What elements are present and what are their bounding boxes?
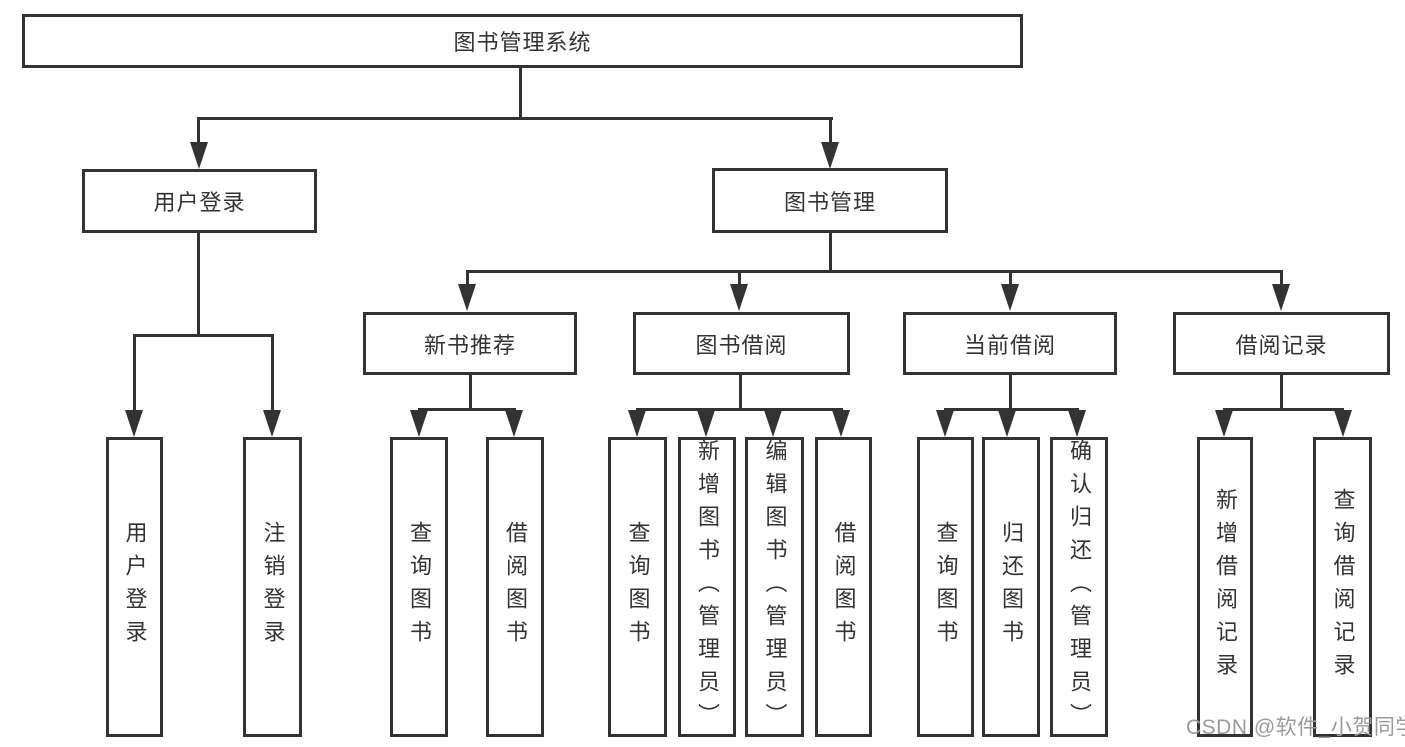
arrow-to-user-login-icon — [190, 142, 208, 169]
connector-current-hline — [944, 408, 1079, 411]
leaf-current-query: 查询图书 — [917, 437, 974, 737]
arrow-to-borrow-icon — [730, 284, 748, 311]
arrow-newbook-leaf1-icon — [410, 410, 428, 437]
arrow-to-current-icon — [1001, 284, 1019, 311]
node-book-borrow-label: 图书借阅 — [695, 332, 788, 358]
leaf-record-query: 查询借阅记录 — [1313, 437, 1372, 737]
arrow-borrow-leaf2-icon — [697, 410, 715, 437]
arrow-to-record-icon — [1272, 284, 1290, 311]
leaf-borrow-borrow-label: 借阅图书 — [831, 521, 857, 653]
connector-login-leaf2-shaft — [271, 334, 274, 412]
leaf-user-login-label: 用户登录 — [122, 521, 148, 653]
leaf-current-query-label: 查询图书 — [933, 521, 959, 653]
leaf-record-add: 新增借阅记录 — [1197, 437, 1253, 737]
leaf-current-return: 归还图书 — [982, 437, 1040, 737]
arrow-borrow-leaf1-icon — [628, 410, 646, 437]
leaf-newbook-query: 查询图书 — [390, 437, 448, 737]
connector-level1-hline — [197, 117, 833, 120]
node-book-mgmt-label: 图书管理 — [783, 189, 876, 215]
leaf-borrow-query-label: 查询图书 — [625, 521, 651, 653]
arrow-current-leaf1-icon — [936, 410, 954, 437]
connector-newbook-stem — [469, 375, 472, 411]
node-user-login: 用户登录 — [82, 169, 317, 233]
leaf-record-query-label: 查询借阅记录 — [1330, 488, 1356, 686]
connector-record-shaft — [1280, 270, 1283, 286]
connector-book-mgmt-shaft — [829, 117, 832, 147]
connector-newbook-shaft — [466, 270, 469, 286]
arrow-current-leaf3-icon — [1068, 410, 1086, 437]
leaf-logout-label: 注销登录 — [260, 521, 286, 653]
arrow-newbook-leaf2-icon — [505, 410, 523, 437]
leaf-borrow-add-label: 新增图书（管理员） — [695, 438, 720, 736]
arrow-to-login-leaf2-icon — [263, 410, 281, 437]
connector-level2-hline — [466, 270, 1283, 273]
arrow-borrow-leaf3-icon — [764, 410, 782, 437]
node-root-label: 图书管理系统 — [453, 30, 592, 55]
connector-current-shaft — [1009, 270, 1012, 286]
connector-record-hline — [1223, 408, 1344, 411]
node-current-borrow: 当前借阅 — [903, 312, 1117, 375]
watermark: CSDN @软件_小贺同学 — [1186, 716, 1405, 739]
node-new-book-recommend-label: 新书推荐 — [423, 332, 516, 358]
leaf-user-login: 用户登录 — [106, 437, 163, 737]
leaf-newbook-borrow-label: 借阅图书 — [503, 521, 528, 653]
arrow-to-book-mgmt-icon — [821, 142, 839, 169]
connector-newbook-hline — [418, 408, 516, 411]
arrow-borrow-leaf4-icon — [832, 410, 850, 437]
connector-user-login-stem — [197, 233, 200, 337]
leaf-current-return-label: 归还图书 — [999, 521, 1024, 653]
connector-record-stem — [1280, 375, 1283, 411]
node-root: 图书管理系统 — [22, 14, 1023, 68]
connector-current-stem — [1009, 375, 1012, 411]
node-new-book-recommend: 新书推荐 — [363, 312, 577, 375]
leaf-borrow-borrow: 借阅图书 — [815, 437, 872, 737]
leaf-logout: 注销登录 — [243, 437, 302, 737]
arrow-record-leaf1-icon — [1215, 410, 1233, 437]
leaf-current-confirm-label: 确认归还（管理员） — [1067, 438, 1092, 736]
node-book-mgmt: 图书管理 — [712, 168, 948, 233]
leaf-borrow-query: 查询图书 — [608, 437, 667, 737]
leaf-borrow-add: 新增图书（管理员） — [678, 437, 736, 737]
node-book-borrow: 图书借阅 — [633, 312, 850, 375]
leaf-borrow-edit-label: 编辑图书（管理员） — [762, 438, 788, 736]
connector-borrow-shaft — [738, 270, 741, 286]
leaf-newbook-query-label: 查询图书 — [407, 521, 432, 653]
leaf-current-confirm: 确认归还（管理员） — [1050, 437, 1108, 737]
leaf-borrow-edit: 编辑图书（管理员） — [745, 437, 804, 737]
connector-borrow-stem — [739, 375, 742, 411]
node-current-borrow-label: 当前借阅 — [963, 332, 1056, 358]
connector-user-login-hline — [133, 334, 274, 337]
connector-root-stem — [519, 68, 522, 118]
arrow-to-login-leaf1-icon — [125, 410, 143, 437]
arrow-record-leaf2-icon — [1334, 410, 1352, 437]
connector-borrow-hline — [636, 408, 843, 411]
arrow-current-leaf2-icon — [998, 410, 1016, 437]
leaf-newbook-borrow: 借阅图书 — [486, 437, 544, 737]
connector-login-leaf1-shaft — [133, 334, 136, 412]
arrow-to-newbook-icon — [458, 284, 476, 311]
node-borrow-record-label: 借阅记录 — [1235, 332, 1328, 358]
leaf-record-add-label: 新增借阅记录 — [1213, 488, 1238, 686]
node-user-login-label: 用户登录 — [153, 190, 246, 215]
connector-book-mgmt-stem — [829, 233, 832, 273]
connector-user-login-shaft — [197, 117, 200, 147]
node-borrow-record: 借阅记录 — [1173, 312, 1390, 375]
